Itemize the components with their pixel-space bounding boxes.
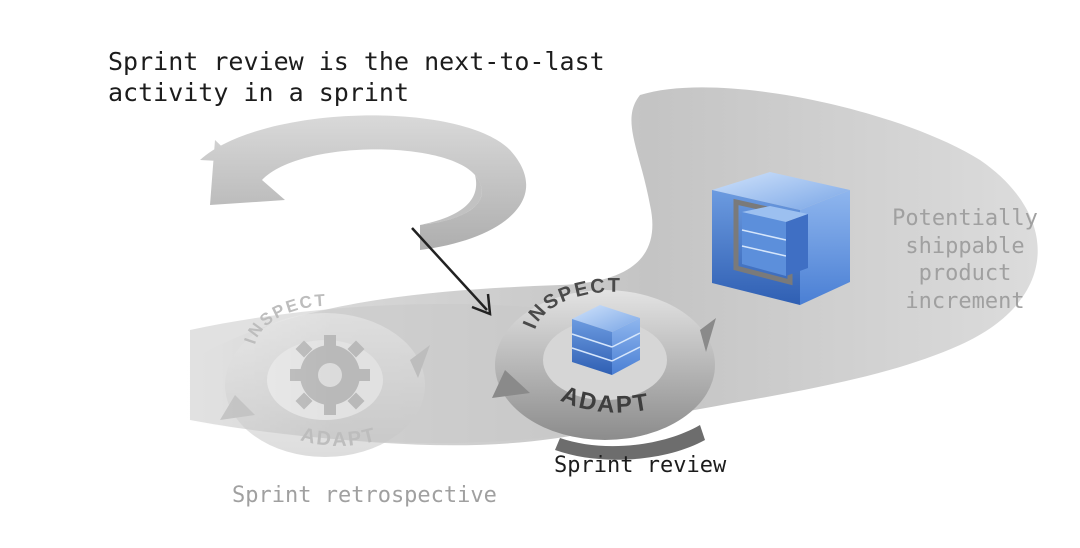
- pointer-arrow: [411, 227, 492, 316]
- retro-caption: Sprint retrospective: [232, 483, 497, 508]
- review-caption: Sprint review: [554, 453, 727, 478]
- review-cube-icon: [571, 305, 641, 375]
- gear-icon: [290, 335, 370, 415]
- title-line-1: Sprint review is the next-to-last: [108, 47, 605, 76]
- diagram-title: Sprint review is the next-to-last activi…: [108, 46, 605, 109]
- loop-arrow: [200, 115, 527, 250]
- title-line-2: activity in a sprint: [108, 78, 410, 108]
- increment-label-line-1: Potentially: [892, 206, 1038, 231]
- retro-cycle: [220, 313, 430, 457]
- increment-label: Potentially shippable product increment: [870, 205, 1060, 315]
- increment-cube-icon: [712, 172, 850, 305]
- increment-label-line-2: shippable product: [905, 233, 1025, 287]
- increment-label-line-3: increment: [905, 288, 1025, 314]
